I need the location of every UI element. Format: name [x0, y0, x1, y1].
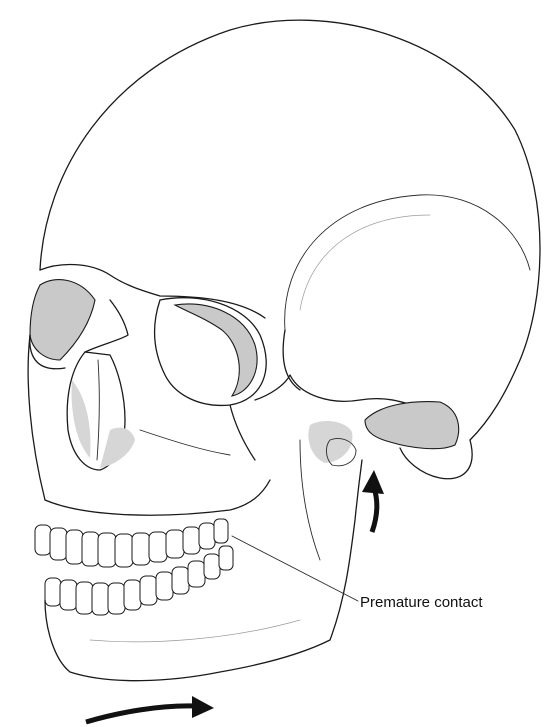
mandible-ramus-inner — [300, 440, 320, 560]
premature-contact-leader — [232, 536, 358, 601]
zygoma-outline — [230, 405, 255, 460]
curved-arrow-forward-icon — [86, 696, 214, 722]
face-left-contour — [28, 335, 45, 500]
upper-teeth — [35, 519, 228, 567]
nasal-septum — [97, 360, 99, 460]
near-orbit-shade — [175, 304, 257, 396]
far-orbit-shade — [30, 280, 95, 360]
maxilla-side — [140, 430, 230, 455]
temporal-line-inner — [300, 215, 430, 310]
maxilla-lower-edge — [45, 480, 270, 515]
cranium-outline — [40, 20, 540, 440]
premature-contact-label: Premature contact — [360, 594, 483, 611]
condyle-contact — [308, 421, 352, 463]
cheek-shade — [100, 428, 135, 468]
temporal-line — [285, 195, 530, 330]
mandible-body-line — [90, 620, 300, 642]
mastoid-shade — [365, 402, 459, 449]
curved-arrow-up-icon — [362, 470, 384, 532]
nasal-aperture-shade — [72, 380, 91, 458]
